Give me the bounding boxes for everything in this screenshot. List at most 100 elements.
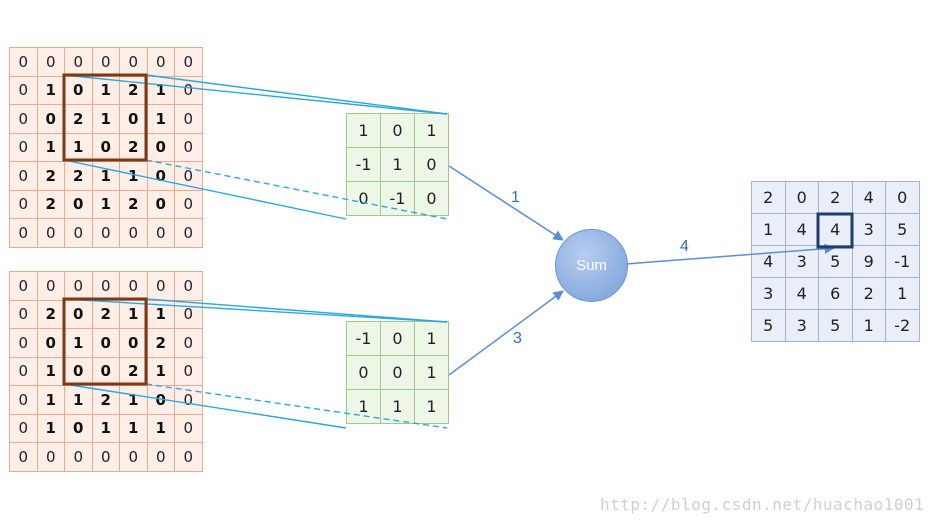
matrix-cell: 0 (36, 328, 65, 358)
matrix-cell: 1 (64, 132, 93, 162)
matrix-cell: 0 (91, 356, 120, 386)
step-label-bottom: 3 (513, 330, 522, 347)
matrix-cell: 0 (91, 218, 120, 248)
matrix-cell: 1 (414, 355, 449, 390)
matrix-cell: 4 (784, 277, 819, 310)
matrix-cell: 0 (885, 181, 920, 214)
matrix-cell: 0 (9, 442, 38, 472)
matrix-cell: 0 (119, 328, 148, 358)
matrix-cell: 2 (119, 75, 148, 105)
matrix-cell: 6 (818, 277, 853, 310)
matrix-cell: 1 (885, 277, 920, 310)
matrix-cell: 4 (818, 213, 853, 246)
matrix-cell: 0 (9, 356, 38, 386)
matrix-cell: 1 (146, 299, 175, 329)
matrix-cell: 1 (346, 389, 381, 424)
matrix-cell: 0 (346, 181, 381, 216)
matrix-cell: 1 (146, 75, 175, 105)
matrix-cell: 2 (36, 161, 65, 191)
matrix-cell: 1 (119, 413, 148, 443)
matrix-cell: 0 (380, 321, 415, 356)
matrix-cell: 1 (36, 413, 65, 443)
matrix-cell: 9 (851, 245, 886, 278)
matrix-cell: 0 (64, 356, 93, 386)
matrix-cell: 2 (91, 299, 120, 329)
matrix-cell: 0 (36, 218, 65, 248)
matrix-cell: 1 (119, 299, 148, 329)
matrix-cell: -1 (380, 181, 415, 216)
matrix-cell: 0 (784, 181, 819, 214)
matrix-cell: 0 (9, 189, 38, 219)
matrix-cell: 4 (784, 213, 819, 246)
matrix-cell: 0 (174, 328, 203, 358)
matrix-cell: 0 (36, 47, 65, 77)
step-label-top: 1 (511, 189, 520, 206)
matrix-cell: 1 (146, 413, 175, 443)
matrix-cell: 1 (146, 356, 175, 386)
matrix-cell: 1 (36, 132, 65, 162)
matrix-cell: 1 (851, 309, 886, 342)
matrix-cell: 0 (174, 413, 203, 443)
matrix-cell: 0 (91, 47, 120, 77)
matrix-cell: 1 (380, 389, 415, 424)
matrix-cell: 2 (851, 277, 886, 310)
matrix-cell: 0 (146, 47, 175, 77)
matrix-cell: 0 (9, 104, 38, 134)
matrix-cell: 1 (91, 161, 120, 191)
matrix-cell: 0 (414, 147, 449, 182)
matrix-cell: 1 (146, 104, 175, 134)
arrow-bottom-to-sum (448, 290, 564, 376)
matrix-cell: 0 (9, 47, 38, 77)
matrix-cell: 0 (146, 132, 175, 162)
matrix-cell: 0 (146, 189, 175, 219)
matrix-cell: 1 (91, 75, 120, 105)
matrix-cell: 1 (414, 321, 449, 356)
matrix-cell: 0 (9, 218, 38, 248)
matrix-cell: 0 (9, 328, 38, 358)
matrix-cell: 0 (9, 75, 38, 105)
matrix-cell: 0 (174, 47, 203, 77)
matrix-cell: 1 (36, 385, 65, 415)
matrix-cell: 0 (146, 218, 175, 248)
matrix-cell: 0 (174, 271, 203, 301)
matrix-cell: 1 (91, 413, 120, 443)
matrix-cell: 2 (146, 328, 175, 358)
matrix-cell: 0 (64, 75, 93, 105)
matrix-cell: 0 (64, 189, 93, 219)
matrix-cell: 5 (818, 245, 853, 278)
matrix-cell: 1 (346, 113, 381, 148)
matrix-cell: 0 (174, 104, 203, 134)
matrix-cell: 0 (9, 299, 38, 329)
matrix-cell: 3 (784, 309, 819, 342)
matrix-cell: 0 (36, 271, 65, 301)
matrix-cell: 2 (64, 104, 93, 134)
matrix-cell: 0 (64, 47, 93, 77)
matrix-cell: 3 (751, 277, 786, 310)
matrix-cell: 2 (36, 299, 65, 329)
matrix-cell: 0 (174, 75, 203, 105)
matrix-cell: 1 (36, 75, 65, 105)
matrix-cell: 0 (174, 189, 203, 219)
matrix-cell: 0 (64, 271, 93, 301)
matrix-cell: 4 (751, 245, 786, 278)
matrix-cell: 0 (146, 271, 175, 301)
matrix-cell: 0 (174, 385, 203, 415)
matrix-cell: 1 (414, 113, 449, 148)
matrix-cell: 0 (146, 385, 175, 415)
